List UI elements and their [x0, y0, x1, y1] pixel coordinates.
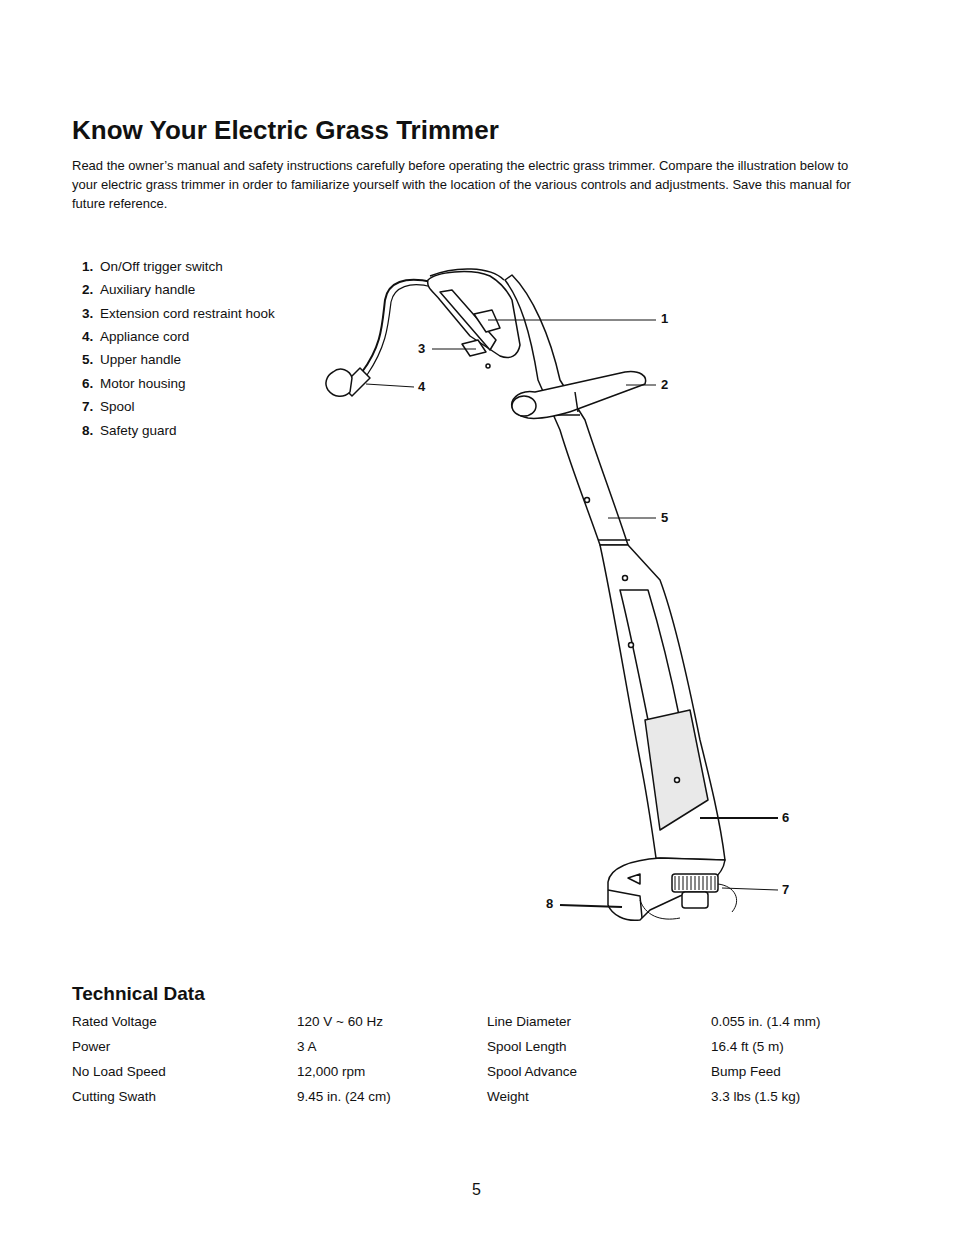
leader-line	[488, 320, 656, 321]
handle-top-edge	[430, 269, 504, 280]
spec-name: Rated Voltage	[72, 1014, 157, 1030]
spec-name: Spool Length	[487, 1039, 567, 1055]
knurl-stroke	[695, 876, 696, 890]
guard-arrow	[628, 874, 640, 884]
screw	[623, 576, 628, 581]
spec-name: Line Diameter	[487, 1014, 571, 1030]
trigger-switch	[474, 310, 500, 332]
cutting-line	[640, 900, 680, 919]
cord-hook	[462, 340, 486, 356]
aux-handle-seam	[575, 392, 578, 412]
knurl-stroke	[715, 876, 716, 890]
callout-number: 2	[661, 377, 668, 393]
callout-number: 1	[661, 311, 668, 327]
callout-number: 6	[782, 810, 789, 826]
callout-number: 5	[661, 510, 668, 526]
part-name: Spool	[100, 399, 135, 415]
callout-number: 8	[546, 896, 553, 912]
list-number: 8.	[82, 423, 93, 439]
page-number: 5	[472, 1180, 481, 1199]
part-name: On/Off trigger switch	[100, 259, 223, 275]
aux-handle-knob	[512, 396, 536, 416]
intro-paragraph: Read the owner’s manual and safety instr…	[72, 156, 872, 213]
spec-value: 3 A	[297, 1039, 317, 1055]
list-number: 1.	[82, 259, 93, 275]
leader-line	[366, 384, 414, 387]
guard-edge	[608, 890, 642, 918]
part-name: Extension cord restraint hook	[100, 306, 275, 322]
spec-name: Cutting Swath	[72, 1089, 156, 1105]
list-number: 7.	[82, 399, 93, 415]
knurl-stroke	[687, 876, 688, 890]
list-number: 3.	[82, 306, 93, 322]
leader-line	[560, 905, 622, 907]
screw	[675, 778, 680, 783]
spec-value: 12,000 rpm	[297, 1064, 365, 1080]
housing-panel	[620, 590, 680, 730]
part-name: Upper handle	[100, 352, 181, 368]
knurl-stroke	[703, 876, 704, 890]
leader-line	[700, 817, 778, 819]
callout-number: 3	[418, 341, 425, 357]
knurl-stroke	[679, 876, 680, 890]
spec-name: Spool Advance	[487, 1064, 577, 1080]
screw	[629, 643, 634, 648]
spool-cap	[682, 892, 708, 908]
shaft-ring	[598, 539, 630, 541]
spec-value: 120 V ~ 60 Hz	[297, 1014, 383, 1030]
spec-value: 0.055 in. (1.4 mm)	[711, 1014, 821, 1030]
knurl-stroke	[711, 876, 712, 890]
housing-grip-panel	[645, 710, 708, 830]
leader-line	[722, 888, 778, 890]
section-heading: Technical Data	[72, 983, 205, 1006]
page-title: Know Your Electric Grass Trimmer	[72, 115, 499, 146]
part-name: Motor housing	[100, 376, 186, 392]
part-name: Auxiliary handle	[100, 282, 195, 298]
list-number: 5.	[82, 352, 93, 368]
spec-value: 9.45 in. (24 cm)	[297, 1089, 391, 1105]
list-number: 4.	[82, 329, 93, 345]
list-number: 6.	[82, 376, 93, 392]
list-number: 2.	[82, 282, 93, 298]
screw	[486, 364, 490, 368]
knurl-stroke	[699, 876, 700, 890]
part-name: Appliance cord	[100, 329, 189, 345]
callout-number: 4	[418, 379, 425, 395]
spec-name: No Load Speed	[72, 1064, 166, 1080]
spec-name: Weight	[487, 1089, 529, 1105]
knurl-stroke	[707, 876, 708, 890]
cord-plug	[326, 369, 352, 396]
motor-housing	[600, 545, 725, 860]
spool	[672, 874, 718, 892]
auxiliary-handle	[512, 372, 646, 419]
knurl-stroke	[675, 876, 676, 890]
safety-guard	[608, 858, 725, 920]
spec-name: Power	[72, 1039, 110, 1055]
handle-grip	[428, 272, 520, 358]
screw	[585, 498, 590, 503]
leader-line	[432, 349, 476, 350]
knurl-stroke	[691, 876, 692, 890]
callout-number: 7	[782, 882, 789, 898]
spec-value: Bump Feed	[711, 1064, 781, 1080]
leader-line	[608, 518, 656, 519]
part-name: Safety guard	[100, 423, 177, 439]
spec-value: 3.3 lbs (1.5 kg)	[711, 1089, 800, 1105]
spec-value: 16.4 ft (5 m)	[711, 1039, 784, 1055]
leader-line	[626, 385, 656, 386]
knurl-stroke	[683, 876, 684, 890]
appliance-cord	[362, 280, 432, 372]
appliance-cord-edge	[367, 285, 432, 375]
